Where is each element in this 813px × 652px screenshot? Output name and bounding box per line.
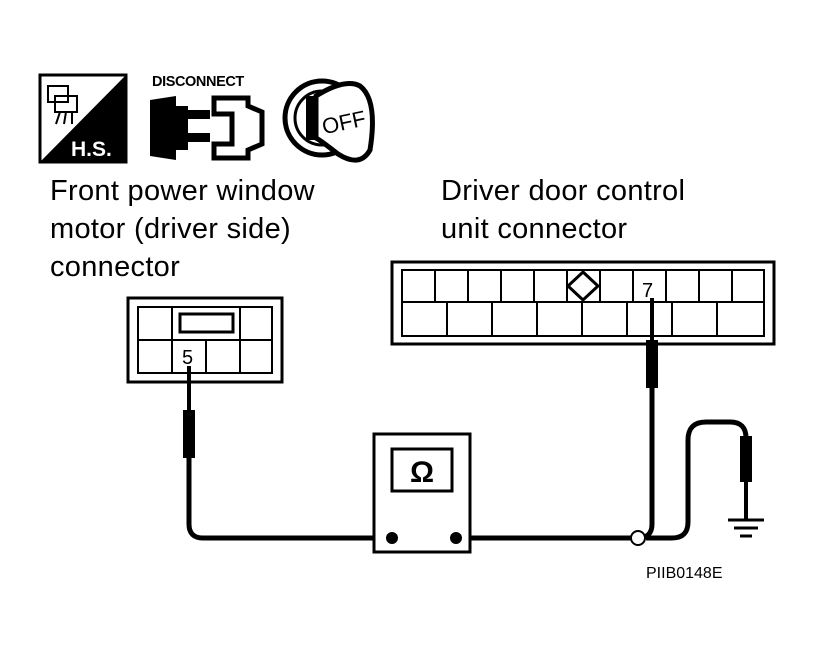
power-window-motor-connector-label: Front power window motor (driver side) c… [50, 172, 315, 286]
ohm-symbol: Ω [410, 456, 434, 489]
harness-side-icon: H.S. [38, 73, 128, 164]
ground-lead [646, 419, 764, 541]
label-line: connector [50, 251, 181, 283]
meter-terminal-right [450, 532, 462, 544]
hs-label: H.S. [71, 138, 112, 161]
ignition-off-icon: OFF [282, 78, 375, 163]
terminal-5-label: 5 [182, 347, 193, 369]
label-line: Front power window [50, 175, 315, 207]
junction-node [630, 530, 646, 546]
terminal-7-label: 7 [642, 280, 653, 302]
driver-door-control-unit-connector: 7 [390, 260, 776, 346]
label-line: Driver door control [441, 175, 686, 207]
figure-code: PIIB0148E [646, 565, 723, 582]
disconnect-icon [150, 95, 265, 161]
driver-door-control-unit-connector-label: Driver door control unit connector [441, 172, 685, 248]
test-lead-left [183, 366, 392, 541]
ohmmeter: Ω [372, 432, 472, 554]
label-line: unit connector [441, 213, 628, 245]
label-line: motor (driver side) [50, 213, 291, 245]
meter-terminal-left [386, 532, 398, 544]
disconnect-label: DISCONNECT [152, 74, 244, 90]
power-window-motor-connector: 5 [126, 296, 284, 384]
